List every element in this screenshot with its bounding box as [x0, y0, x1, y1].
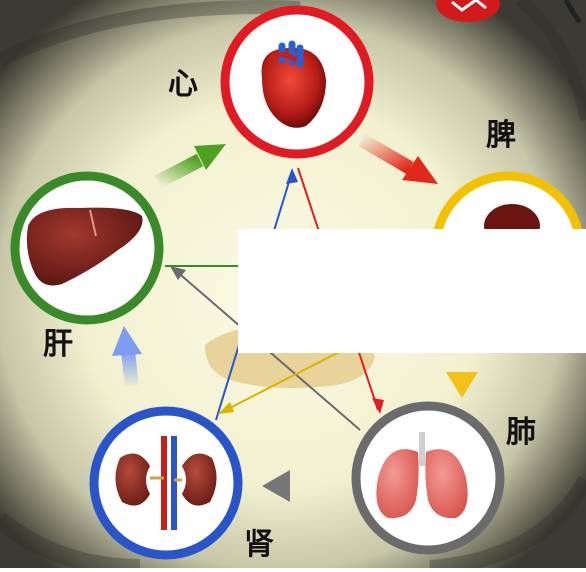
kidney-node	[94, 411, 238, 555]
liver-node	[15, 176, 159, 320]
lung-label: 肺	[506, 418, 536, 448]
liver-label: 肝	[43, 330, 73, 360]
kidney-label: 肾	[244, 530, 274, 560]
blank-overlay	[238, 229, 586, 353]
lung-node	[356, 406, 500, 550]
spleen-label: 脾	[486, 121, 516, 151]
heart-label: 心	[168, 70, 198, 100]
heart-node	[225, 10, 369, 154]
